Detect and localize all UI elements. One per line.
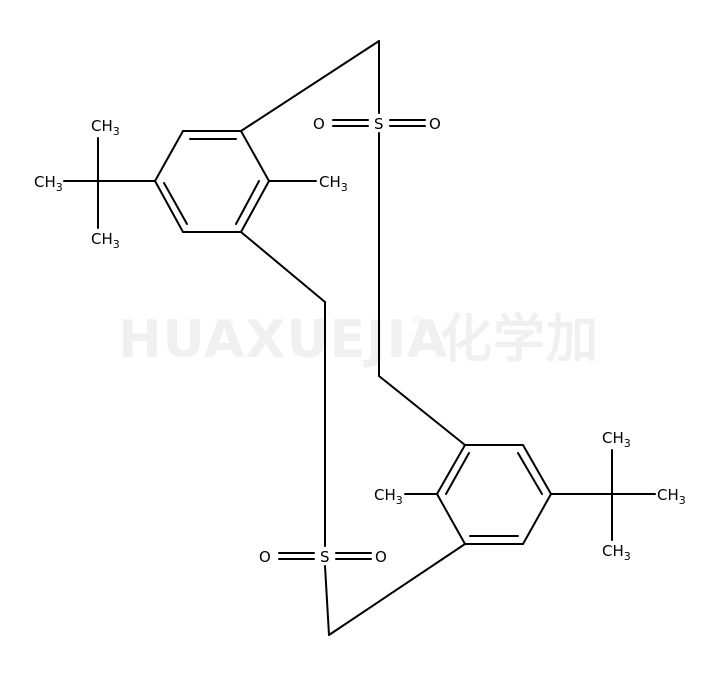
bond [240, 40, 380, 132]
svg-text:CH3: CH3 [91, 117, 120, 138]
bond [240, 180, 270, 233]
ch3-label: CH3 [657, 486, 686, 507]
double-bond-inner [445, 452, 470, 495]
svg-text:CH3: CH3 [602, 542, 631, 563]
atom-labels: CH3 CH3 CH3 CH3 O S O O S O CH3 CH3 C [34, 115, 686, 566]
bond [436, 444, 466, 495]
oxygen-label: O [375, 548, 387, 566]
bond [328, 543, 466, 636]
double-bond-inner [517, 452, 543, 495]
svg-text:CH3: CH3 [657, 486, 686, 507]
double-bond-inner [163, 182, 188, 225]
oxygen-label: O [429, 115, 441, 133]
oxygen-label: O [259, 548, 271, 566]
svg-text:CH3: CH3 [602, 429, 631, 450]
bond [240, 130, 270, 182]
ch3-label: CH3 [602, 542, 631, 563]
ch3-label: CH3 [374, 486, 403, 507]
double-bond-inner [235, 180, 260, 225]
bond [154, 180, 184, 233]
bond-lines [63, 40, 656, 636]
bond [436, 493, 466, 545]
sulfur-label: S [320, 548, 330, 566]
bond [240, 231, 326, 303]
bond [154, 130, 184, 182]
watermark-registered: ® [410, 313, 424, 329]
watermark-latin: HUAXUEJIA [118, 310, 448, 370]
bond [378, 375, 466, 446]
watermark: HUAXUEJIA ® 化学加 [118, 310, 599, 370]
sulfur-label: S [374, 115, 384, 133]
ch3-label: CH3 [34, 173, 63, 194]
bond [522, 493, 552, 545]
svg-text:CH3: CH3 [91, 230, 120, 251]
bond [324, 565, 330, 636]
oxygen-label: O [313, 115, 325, 133]
ch3-label: CH3 [319, 173, 348, 194]
svg-text:CH3: CH3 [374, 486, 403, 507]
ch3-label: CH3 [602, 429, 631, 450]
ch3-label: CH3 [91, 230, 120, 251]
svg-text:CH3: CH3 [34, 173, 63, 194]
ch3-label: CH3 [91, 117, 120, 138]
bond [522, 444, 552, 495]
svg-text:CH3: CH3 [319, 173, 348, 194]
watermark-chinese: 化学加 [440, 310, 599, 370]
